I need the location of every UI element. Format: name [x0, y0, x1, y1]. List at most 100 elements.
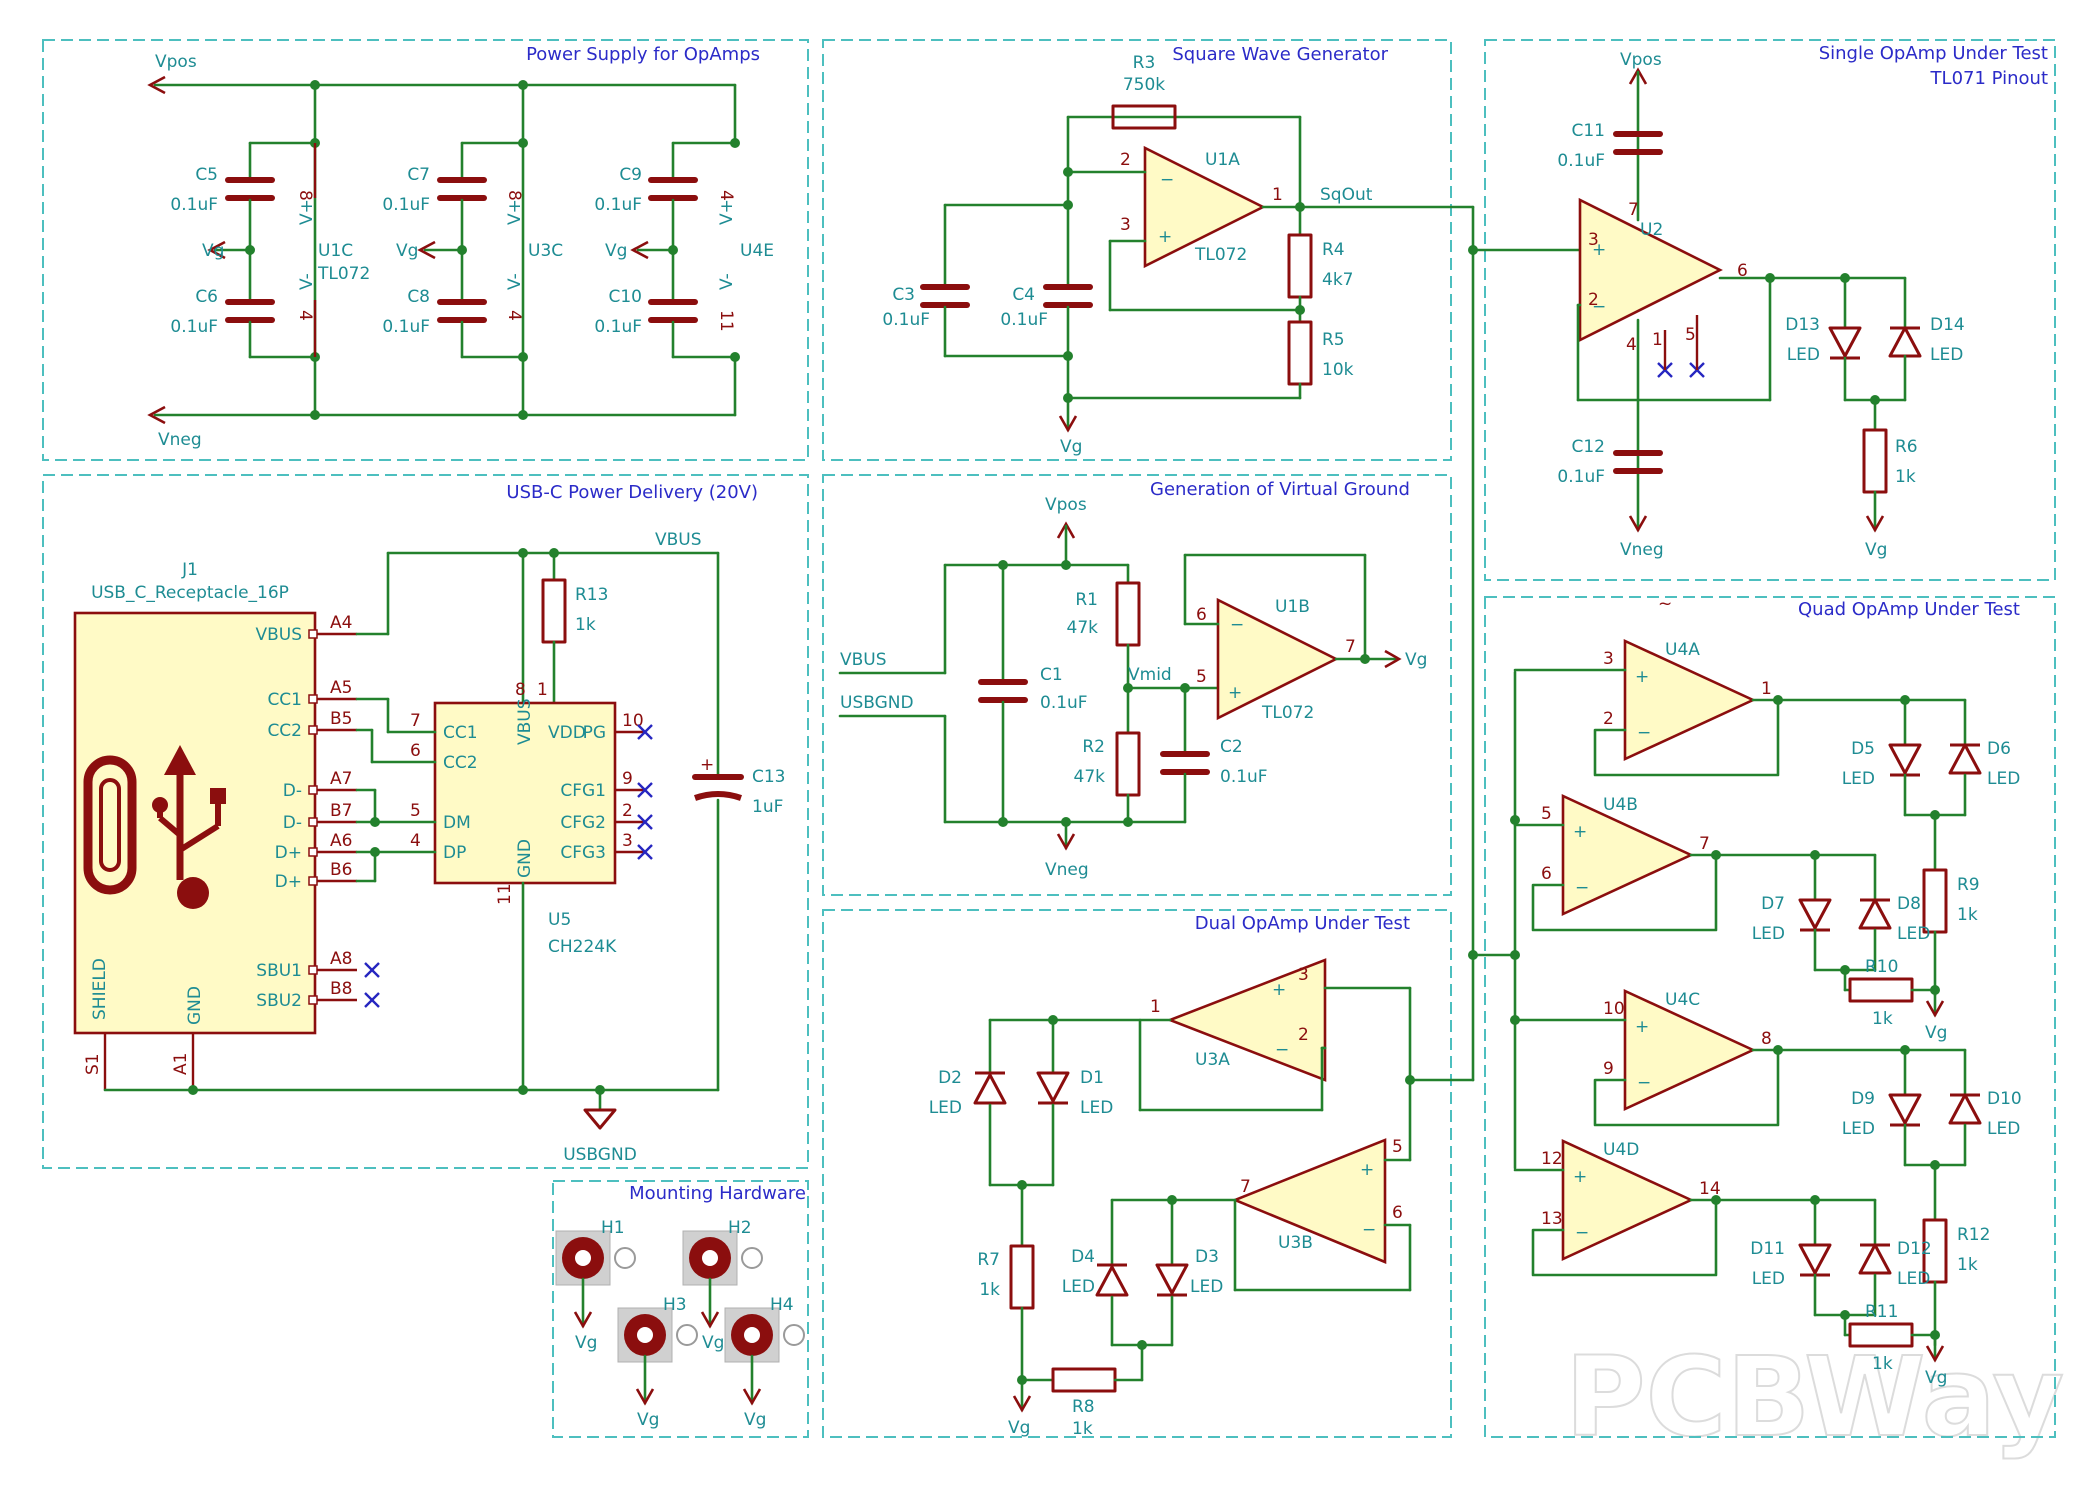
j1-gnd-label: GND: [185, 986, 205, 1025]
quad-opamp-ref: U4C: [1665, 990, 1700, 1010]
c2-value: 0.1uF: [1220, 767, 1268, 787]
title-dual-opamp: Dual OpAmp Under Test: [1195, 913, 1410, 934]
c11-ref: C11: [1571, 121, 1605, 141]
u1c-pin8: 8: [295, 190, 315, 201]
u2-pin7: 7: [1628, 200, 1639, 220]
u2-ref: U2: [1640, 220, 1663, 240]
u5-right-pin-number: 9: [622, 769, 633, 789]
u4e-pin11: 11: [716, 310, 736, 332]
r3-ref: R3: [1133, 53, 1156, 73]
quad-res-ref: R10: [1865, 957, 1898, 977]
usb-c-port-icon: [83, 755, 137, 895]
frame-square-wave: [822, 39, 1452, 461]
frame-single-opamp: [1484, 39, 2056, 581]
quad-pin-minus: 9: [1603, 1059, 1614, 1079]
c7-ref: C7: [407, 165, 430, 185]
j1-pin-number: B8: [330, 979, 352, 999]
virtual-ground-section: Vpos VBUS USBGND C1 0.1uF R1 47k R2 47k …: [838, 495, 1427, 880]
r4-ref: R4: [1322, 240, 1345, 260]
c9-ref: C9: [619, 165, 642, 185]
quad-net-vg: Vg: [1925, 1368, 1947, 1388]
u1c-vminus: V-: [297, 273, 317, 290]
quad-led-ref: D8: [1897, 894, 1921, 914]
quad-minus: −: [1575, 1223, 1589, 1243]
c9-value: 0.1uF: [594, 195, 642, 215]
u5-vdd-pin: VDD: [548, 723, 586, 743]
d14-ref: D14: [1930, 315, 1965, 335]
u5-left-pin-name: CC1: [443, 723, 478, 743]
u5-right-pin-name: CFG2: [560, 813, 606, 833]
j1-pin-list: VBUSA4CC1A5CC2B5D-A7D-B7D+A6D+B6SBU1A8SB…: [255, 613, 381, 1011]
no-connect-mark: [363, 991, 381, 1009]
u3a-minus: −: [1275, 1040, 1289, 1060]
u1c-vplus: V+: [297, 199, 317, 225]
u2-pin1: 1: [1652, 330, 1663, 350]
quad-res-value: 1k: [1872, 1009, 1893, 1029]
r3-value: 750k: [1123, 75, 1165, 95]
r2-ref: R2: [1082, 737, 1105, 757]
u3b-pin7: 7: [1240, 1177, 1251, 1197]
quad-led-ref: D12: [1897, 1239, 1932, 1259]
r5-ref: R5: [1322, 330, 1345, 350]
watermark: PCBWay: [1565, 1333, 2064, 1461]
u5-pin1: 1: [537, 680, 548, 700]
u2-opamp: [1578, 197, 1723, 343]
r2-value: 47k: [1074, 767, 1106, 787]
quad-led-type: LED: [1752, 924, 1785, 944]
d2-type: LED: [929, 1098, 962, 1118]
r7-ref: R7: [977, 1250, 1000, 1270]
j1-pin-name: CC1: [267, 690, 302, 710]
quad-minus: −: [1637, 1073, 1651, 1093]
quad-opamp-ref: U4A: [1665, 640, 1700, 660]
u1a-pin1: 1: [1272, 185, 1283, 205]
quad-minus: −: [1637, 723, 1651, 743]
j1-pin-name: SBU2: [256, 991, 302, 1011]
quad-led-ref: D6: [1987, 739, 2011, 759]
quad-led-type: LED: [1987, 1119, 2020, 1139]
quad-pin-plus: 12: [1541, 1149, 1563, 1169]
net-sqout: SqOut: [1320, 185, 1373, 205]
mounting-net-vg: Vg: [702, 1333, 724, 1353]
c8-value: 0.1uF: [382, 317, 430, 337]
quad-opamp-section: +−U4A321D5LEDD6LEDR91k+−U4B567D7LEDD8LED…: [1468, 638, 2022, 1388]
j1-ref: J1: [181, 560, 198, 580]
u5-ch224k: [433, 701, 617, 885]
d1-ref: D1: [1080, 1068, 1104, 1088]
u3a-opamp: [1166, 958, 1327, 1082]
quad-led-type: LED: [1842, 769, 1875, 789]
net-vbus-vg: VBUS: [840, 650, 887, 670]
frame-dual-opamp: [822, 909, 1452, 1438]
u3c-ref: U3C: [528, 241, 563, 261]
frame-power-supply: [42, 39, 809, 461]
quad-pin-out: 8: [1761, 1029, 1772, 1049]
j1-pin-name: D+: [275, 872, 302, 892]
u1a-minus: −: [1160, 170, 1174, 190]
c12-value: 0.1uF: [1557, 467, 1605, 487]
quad-pin-out: 7: [1699, 834, 1710, 854]
net-vg-1: Vg: [202, 241, 224, 261]
net-vg-out: Vg: [1405, 650, 1427, 670]
d13-type: LED: [1787, 345, 1820, 365]
quad-led-type: LED: [1897, 1269, 1930, 1289]
c13-ref: C13: [752, 767, 786, 787]
j1-s1-label: S1: [83, 1053, 103, 1075]
j1-pin-name: D-: [283, 813, 302, 833]
r1-ref: R1: [1075, 590, 1098, 610]
net-vg-single: Vg: [1865, 540, 1887, 560]
c5-value: 0.1uF: [170, 195, 218, 215]
u2-minus: −: [1592, 297, 1606, 317]
quad-pin-plus: 10: [1603, 999, 1625, 1019]
title-mounting: Mounting Hardware: [629, 1183, 806, 1204]
u5-right-pin-number: 2: [622, 801, 633, 821]
quad-plus: +: [1573, 822, 1587, 842]
quad-led-ref: D10: [1987, 1089, 2022, 1109]
u1b-value: TL072: [1261, 703, 1314, 723]
quad-pin-out: 1: [1761, 679, 1772, 699]
net-vg-2: Vg: [396, 241, 418, 261]
square-wave-section: R3 750k − + 2 3 1 U1A TL072 SqOut R4 4k7…: [882, 53, 1475, 457]
j1-shield-label: SHIELD: [90, 958, 110, 1020]
u3b-pin6: 6: [1392, 1203, 1403, 1223]
c10-ref: C10: [608, 287, 642, 307]
usb-logo-icon: [152, 745, 226, 909]
